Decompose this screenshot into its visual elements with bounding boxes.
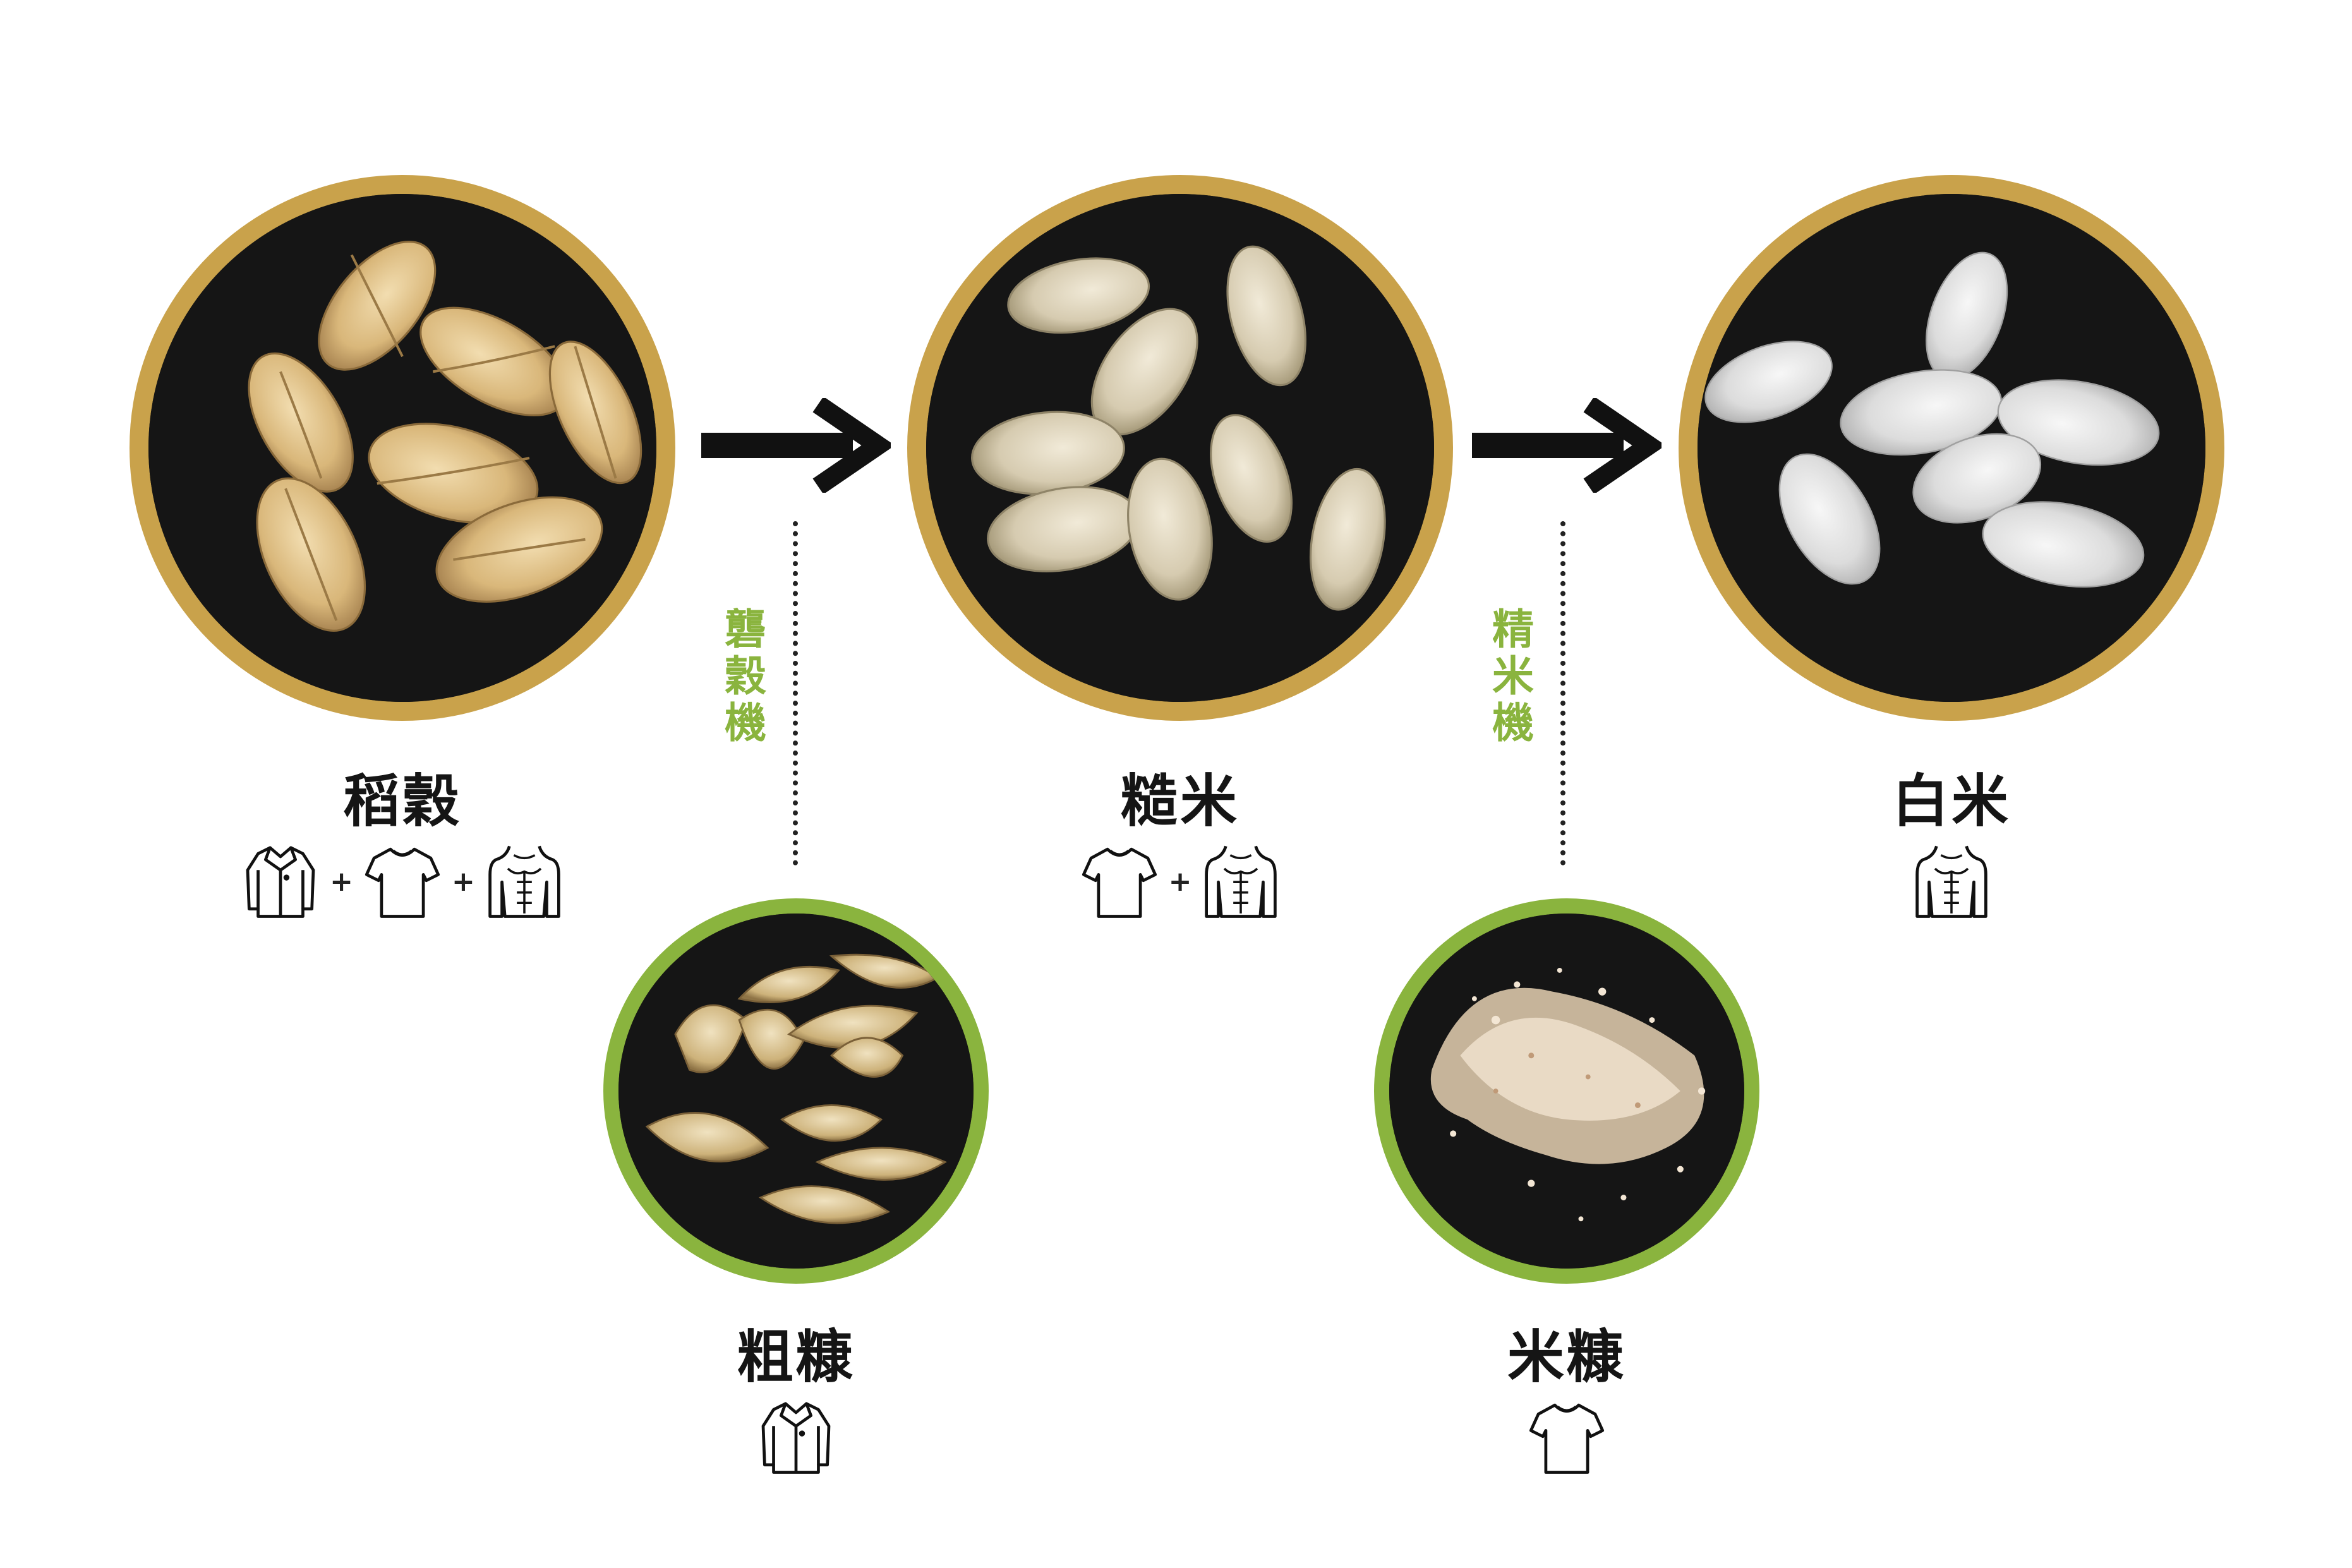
white-rice-label: 白米 bbox=[1892, 768, 2011, 835]
polisher-machine-label: 精米機 bbox=[1492, 605, 1534, 747]
jacket-icon bbox=[758, 1396, 834, 1478]
husk-photo bbox=[603, 898, 989, 1284]
husk-label: 粗糠 bbox=[737, 1324, 855, 1390]
white-rice-photo bbox=[1679, 175, 2224, 721]
tshirt-icon bbox=[1082, 840, 1157, 922]
husk-layers-icons bbox=[733, 1396, 859, 1478]
plus-sign: + bbox=[330, 865, 353, 898]
arrow-right-icon bbox=[701, 398, 891, 493]
arrow-right-icon bbox=[1472, 398, 1661, 493]
tshirt-icon bbox=[1529, 1396, 1605, 1478]
plus-sign: + bbox=[1168, 865, 1192, 898]
brown-rice-photo bbox=[907, 175, 1453, 721]
bran-layers-icons bbox=[1504, 1396, 1630, 1478]
polisher-connector-line bbox=[1560, 521, 1565, 865]
brown-rice-layers-icons: + bbox=[1022, 840, 1338, 922]
tshirt-icon bbox=[365, 840, 440, 922]
torso-icon bbox=[1914, 840, 1989, 922]
huller-connector-line bbox=[793, 521, 798, 865]
paddy-label: 稻穀 bbox=[343, 768, 462, 835]
huller-machine-label: 礱穀機 bbox=[725, 605, 766, 747]
jacket-icon bbox=[243, 840, 318, 922]
bran-photo bbox=[1374, 898, 1759, 1284]
white-rice-layers-icons bbox=[1888, 840, 2015, 922]
plus-sign: + bbox=[452, 865, 475, 898]
paddy-layers-icons: + + bbox=[213, 840, 592, 922]
torso-icon bbox=[1203, 840, 1279, 922]
paddy-photo bbox=[130, 175, 675, 721]
brown-rice-label: 糙米 bbox=[1121, 768, 1239, 835]
bran-label: 米糠 bbox=[1507, 1324, 1626, 1390]
torso-icon bbox=[486, 840, 562, 922]
